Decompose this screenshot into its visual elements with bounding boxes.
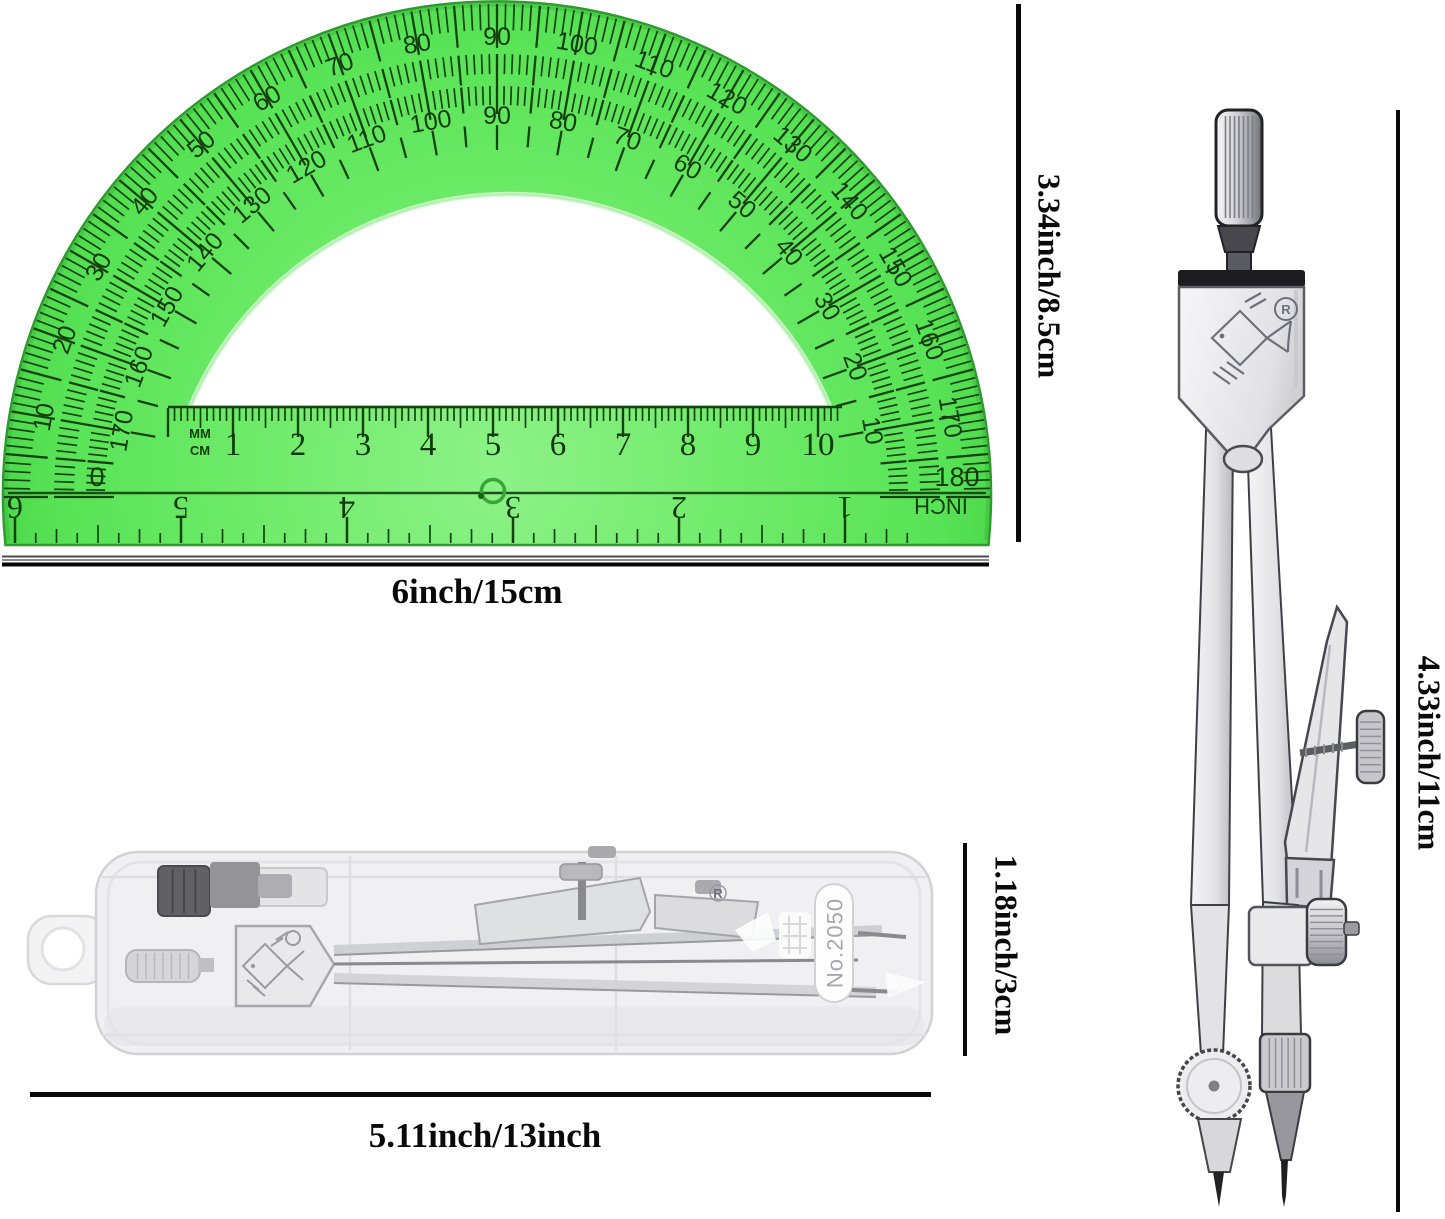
cm-number: 6 [550,427,567,463]
compass: R [1176,108,1386,1207]
degree-ticks [4,4,990,499]
case-clamp-blade [473,876,652,946]
thumbscrew-knurl [1360,721,1381,773]
compass-height-label: 4.33inch/11cm [1411,655,1445,851]
svg-text:R: R [713,886,723,901]
case-clamp-nut [559,863,603,881]
registered-mark: R [1274,297,1298,321]
case-height-label: 1.18inch/3cm [988,854,1025,1036]
lead-tube-collar [210,862,260,908]
case-hang-hole [40,926,86,972]
case-compass-leg-b-edge [333,982,877,998]
case-bottom-shade [104,1006,924,1046]
protractor-cutout-bevel [187,191,833,408]
spare-screw-knurl [136,953,190,979]
lead-collar-ribs [1268,1038,1302,1088]
sticker-label: No.2050 [823,898,848,988]
inch-ruler-unit: INCH [914,494,968,519]
cm-number: 10 [802,427,835,463]
degree-label: 10 [28,401,60,433]
fish-logo-icon [1210,292,1293,385]
compass-handle-collar [1216,225,1262,253]
case-needle-1 [857,931,907,939]
cm-number: 9 [745,427,762,463]
inch-number: 4 [339,490,355,526]
cm-ruler: 1 2 3 4 5 6 7 8 9 10 [166,405,842,463]
protractor-height-label: 3.34inch/8.5cm [1031,173,1068,379]
inch-number: 6 [7,490,23,526]
case-width-label: 5.11inch/13inch [368,1116,602,1155]
svg-text:R: R [1281,302,1291,317]
compass-body-topbar [1178,270,1305,287]
dimension-line-case-width [30,1092,931,1097]
inch-ruler: 6 5 4 3 2 1 [7,490,909,543]
cm-ruler-unit-cm: CM [190,443,210,458]
compass-thumbscrew-shaft [1299,740,1361,757]
needle-clamp-cone [1196,1118,1243,1173]
pencil-lead [1281,1160,1288,1207]
adjustment-wheel-hub [1208,1080,1220,1092]
case-compass-plate [234,924,336,1008]
inch-number: 5 [173,490,189,526]
protractor-180-label: 180 [934,462,979,492]
compass-clamp-notch [1295,868,1323,900]
case-clamp-screw [578,862,586,920]
case-contents: R No.2050 [125,846,926,1008]
case-attachment-knob [695,880,721,894]
inch-number: 2 [671,490,687,526]
dimension-line-compass-height [1396,110,1400,1212]
degree-label: 10 [856,415,888,447]
case-registered-mark: R [709,884,727,902]
cm-number: 5 [485,427,502,463]
cm-number: 2 [290,427,307,463]
inch-number: 1 [837,490,853,526]
spare-screw-tip [198,958,214,972]
case-clamp-top-screw [588,846,616,858]
case-compass-leg-b [333,973,877,997]
lead-holder-bracket [1247,905,1315,967]
degree-label: 90 [483,23,511,51]
roller-knurl [1310,908,1343,956]
compass-left-leg [1189,428,1235,906]
protractor-width-label: 6inch/15cm [391,572,563,611]
roller-axle-knob [1343,921,1360,936]
dimension-line-case-height [963,843,967,1056]
handle-knurl [1224,116,1254,218]
adjustment-wheel-inner [1186,1058,1242,1114]
cm-ruler-unit-mm: MM [189,426,211,441]
lead-collar [1258,1032,1312,1094]
pivot-hole [478,477,507,505]
protractor-shadow [2,555,989,567]
case-brand-character [779,912,811,958]
cm-number: 7 [615,427,632,463]
degree-label: 80 [547,106,579,138]
cm-number: 8 [680,427,697,463]
compass-pivot [1222,444,1264,474]
degree-label: 80 [401,28,433,60]
cm-number: 4 [420,427,437,463]
needle-point [1213,1172,1224,1207]
inch-number: 3 [505,490,521,526]
case-fish-logo-icon [241,930,305,997]
case-compass-rod [333,958,859,966]
dimension-line-protractor-height [1016,4,1021,542]
case-white-fish-mark [735,912,776,952]
compass-stem [1226,251,1252,273]
lead-tip-cone [1264,1091,1306,1161]
compass-clamp-arm [1283,604,1349,870]
thumbscrew-threads [1305,741,1343,758]
cap-ribs [171,869,197,913]
lead-tube-tip [258,874,292,898]
protractor-zero-label: 0 [89,462,104,492]
compass-case: R No.2050 [26,846,934,1056]
compass-left-leg-lower [1189,904,1231,1055]
degree-label: 90 [483,102,511,130]
cm-number: 1 [225,427,242,463]
case-sticker: No.2050 [814,883,854,1003]
case-white-arrow [885,972,926,998]
cm-number: 3 [355,427,372,463]
